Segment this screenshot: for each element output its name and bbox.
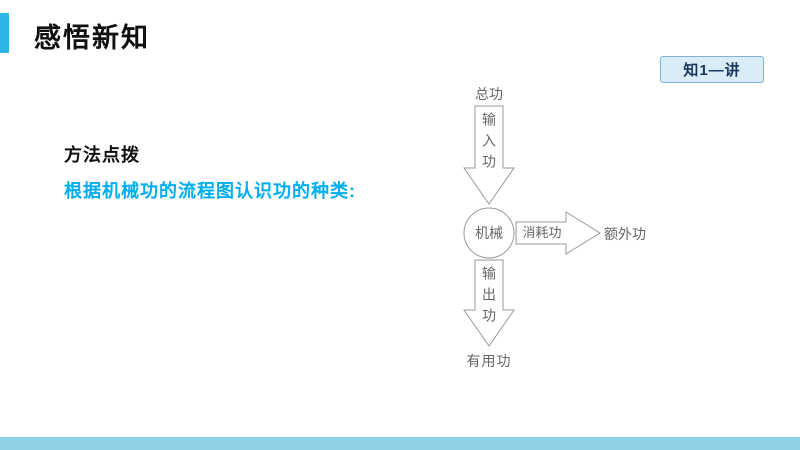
consumed-work-label: 消耗功 [522, 225, 562, 240]
page-title: 感悟新知 [34, 23, 150, 53]
output-arrow-icon [463, 259, 515, 347]
title-accent-bar [0, 13, 9, 53]
extra-work-label: 额外功 [604, 226, 646, 242]
consumed-arrow-icon [515, 211, 601, 255]
machine-circle [463, 207, 515, 259]
section-badge: 知1—讲 [660, 56, 764, 83]
bottom-bar [0, 437, 800, 450]
input-arrow-icon [463, 105, 515, 205]
input-work-label: 输入功 [481, 112, 497, 175]
useful-work-label: 有用功 [466, 353, 512, 369]
machine-label: 机械 [475, 225, 503, 241]
section-badge-label: 知1—讲 [683, 62, 741, 79]
lead-text: 根据机械功的流程图认识功的种类: [64, 181, 356, 201]
output-work-label: 输出功 [481, 266, 497, 329]
method-heading: 方法点拨 [64, 145, 140, 165]
flow-diagram-shapes [463, 105, 601, 347]
work-flow-diagram: 总功 输入功 机械 消耗功 额外功 输出功 有用功 [420, 82, 660, 382]
total-work-label: 总功 [475, 86, 503, 102]
